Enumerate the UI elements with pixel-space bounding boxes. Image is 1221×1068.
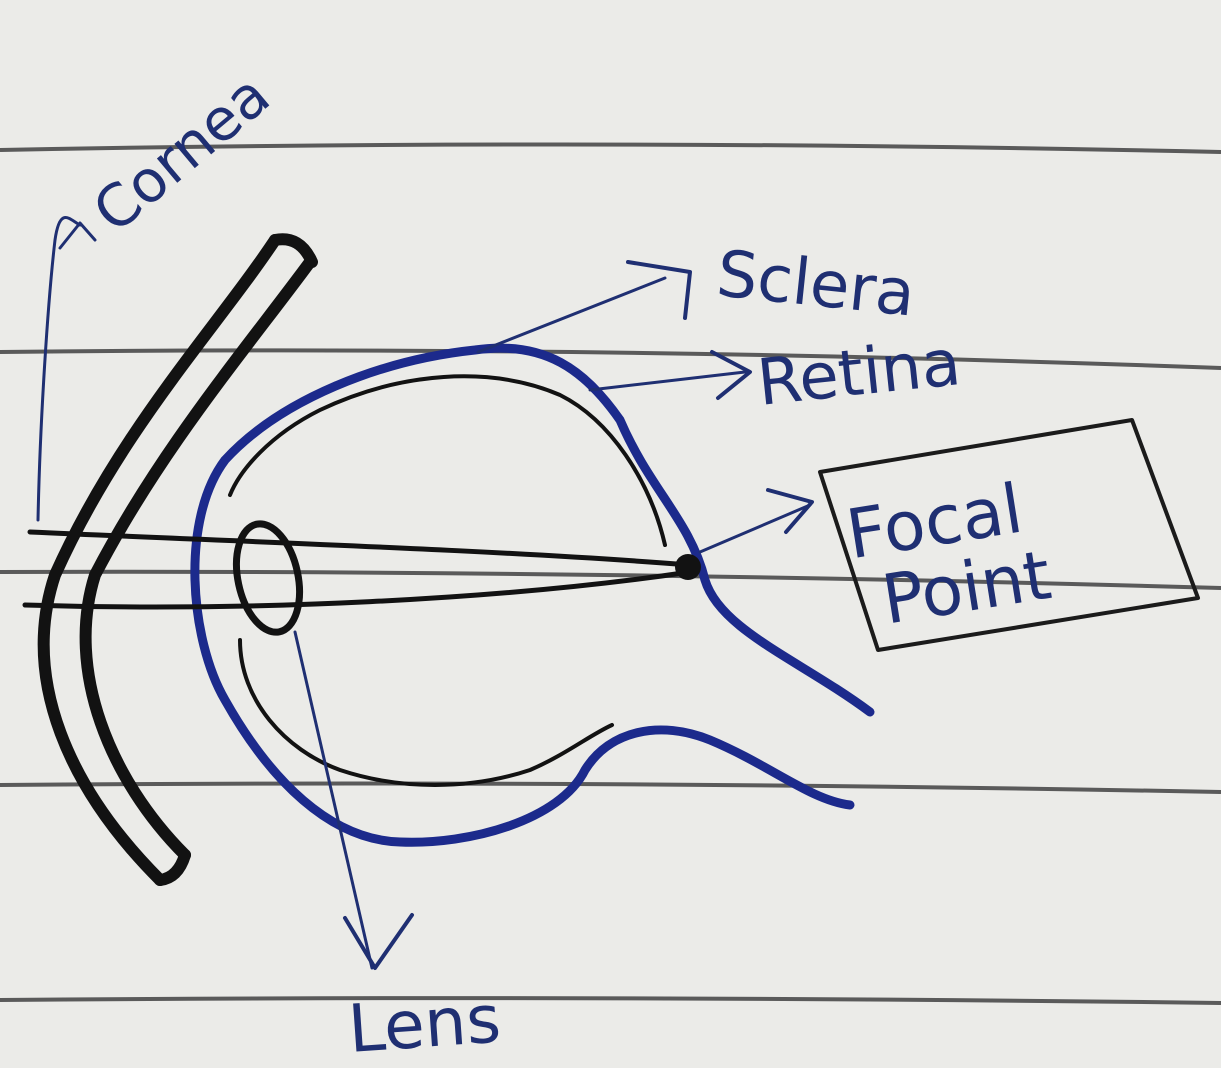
- rule-line-5: [0, 998, 1221, 1003]
- label-lens: Lens: [346, 981, 503, 1068]
- label-cornea: Cornea: [80, 61, 282, 246]
- light-rays: [25, 532, 690, 607]
- lens-shape: [227, 518, 309, 638]
- label-sclera: Sclera: [713, 237, 918, 331]
- label-focal-point: Focal Point: [841, 466, 1060, 644]
- focal-point-dot: [675, 554, 701, 580]
- retina-lower: [240, 640, 612, 785]
- pointer-lines: [38, 218, 812, 969]
- label-retina: Retina: [754, 326, 964, 421]
- labels: Cornea Sclera Retina Focal Point Lens: [80, 61, 1060, 1068]
- rule-line-4: [0, 784, 1221, 792]
